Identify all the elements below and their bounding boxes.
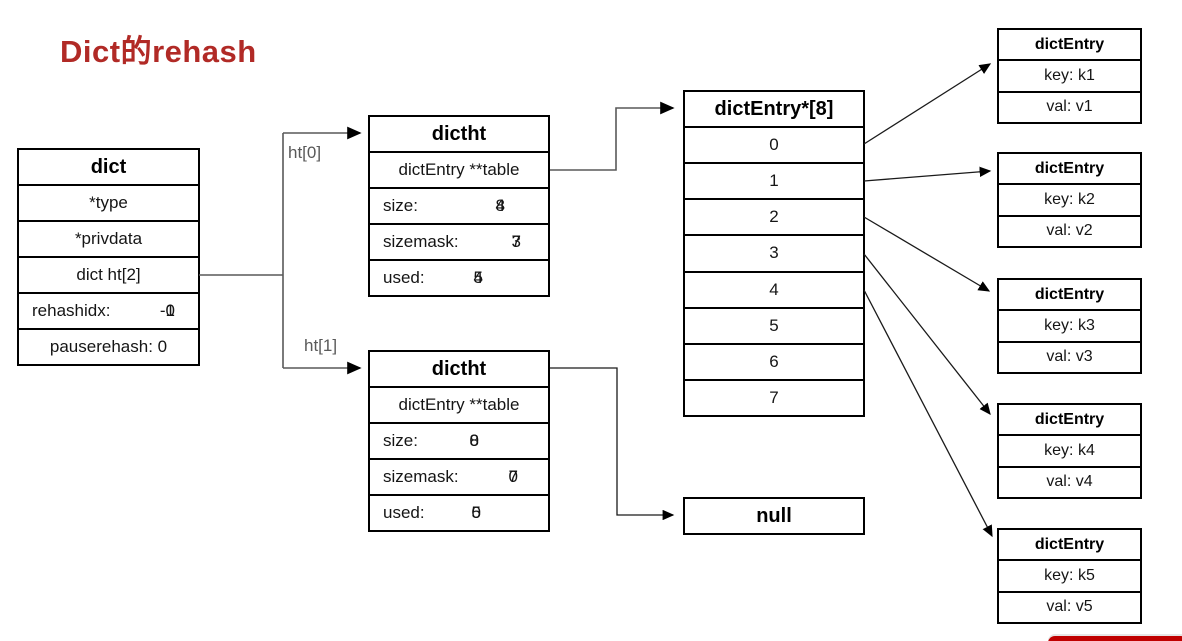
- dictht-bottom-header: dictht: [431, 357, 487, 380]
- sizemask-value-b: 0: [508, 467, 518, 486]
- entry-val: val: v3: [999, 340, 1140, 372]
- bucket-slot-6: 6: [685, 342, 863, 379]
- used-value-a: 5: [471, 503, 481, 522]
- size-value-b: 0: [469, 431, 479, 450]
- arrow-ht0-table-to-bucket-array: [550, 101, 675, 171]
- sizemask-overlap-value: 3 7: [479, 232, 521, 252]
- entry-key: key: k2: [999, 183, 1140, 214]
- dict-box: dict *type *privdata dict ht[2] rehashid…: [17, 148, 200, 366]
- dict-row-ht2: dict ht[2]: [19, 256, 198, 292]
- rehashidx-value-b: 0: [165, 301, 175, 320]
- entry-val: val: v4: [999, 465, 1140, 497]
- size-label: size:: [383, 431, 418, 450]
- dict-entry-box-2: dictEntry key: k2 val: v2: [997, 152, 1142, 248]
- arrow-slot0-to-entry1: [863, 63, 992, 145]
- sizemask-value-b: 7: [511, 232, 521, 251]
- dictht-bottom-box: dictht dictEntry **table size: 8 0 sizem…: [368, 350, 550, 532]
- dictht-top-box: dictht dictEntry **table size: 4 8 sizem…: [368, 115, 550, 297]
- arrow-slot1-to-entry2: [863, 166, 992, 182]
- ht1-label: ht[1]: [304, 336, 338, 355]
- dictht-top-sizemask-row: sizemask: 3 7: [370, 223, 548, 259]
- entry-key: key: k5: [999, 559, 1140, 590]
- size-value-a: 8: [469, 431, 479, 450]
- dict-entry-box-4: dictEntry key: k4 val: v4: [997, 403, 1142, 499]
- used-value-b: 5: [473, 268, 483, 287]
- bucket-slot-4: 4: [685, 270, 863, 307]
- dict-entry-header: dictEntry: [1034, 285, 1105, 303]
- rehashidx-label: rehashidx:: [32, 301, 111, 320]
- dictht-bottom-sizemask-row: sizemask: 7 0: [370, 458, 548, 494]
- entry-key: key: k4: [999, 434, 1140, 465]
- null-box: null: [683, 497, 865, 535]
- dictht-top-size-row: size: 4 8: [370, 187, 548, 223]
- bucket-slot-7: 7: [685, 378, 863, 415]
- null-label: null: [756, 504, 792, 527]
- sizemask-value-a: 7: [508, 467, 518, 486]
- size-overlap-value: 4 8: [463, 196, 505, 216]
- used-value-a: 4: [473, 268, 483, 287]
- sizemask-label: sizemask:: [383, 232, 459, 251]
- dict-entry-box-1: dictEntry key: k1 val: v1: [997, 28, 1142, 124]
- dictht-top-table-row: dictEntry **table: [370, 151, 548, 187]
- dict-entry-box-5: dictEntry key: k5 val: v5: [997, 528, 1142, 624]
- ht0-label: ht[0]: [288, 143, 322, 162]
- entry-val: val: v1: [999, 90, 1140, 122]
- dictht-bottom-size-row: size: 8 0: [370, 422, 548, 458]
- arrow-ht1-to-null: [550, 367, 675, 521]
- used-label: used:: [383, 268, 425, 287]
- sizemask-value-a: 3: [511, 232, 521, 251]
- dict-row-type: *type: [19, 184, 198, 220]
- arrow-slot4-to-entry5: [863, 289, 993, 538]
- entry-key: key: k1: [999, 59, 1140, 90]
- sizemask-label: sizemask:: [383, 467, 459, 486]
- dictht-bottom-table-row: dictEntry **table: [370, 386, 548, 422]
- dict-row-privdata: *privdata: [19, 220, 198, 256]
- used-label: used:: [383, 503, 425, 522]
- bucket-slot-2: 2: [685, 198, 863, 234]
- dict-entry-header: dictEntry: [1034, 35, 1105, 53]
- sizemask-overlap-value: 7 0: [476, 467, 518, 487]
- used-overlap-value: 4 5: [441, 268, 483, 288]
- size-overlap-value: 8 0: [437, 431, 479, 451]
- rehashidx-overlap-value: -1 0: [133, 301, 175, 321]
- arrow-slot2-to-entry3: [863, 216, 991, 292]
- rehashidx-value-a: -1: [159, 301, 175, 320]
- dictht-top-used-row: used: 4 5: [370, 259, 548, 295]
- entry-val: val: v2: [999, 214, 1140, 246]
- dict-row-rehashidx: rehashidx: -1 0: [19, 292, 198, 328]
- bucket-slot-0: 0: [685, 126, 863, 162]
- dict-row-pauserehash: pauserehash: 0: [19, 328, 198, 364]
- dictht-top-header: dictht: [431, 122, 487, 145]
- bucket-slot-3: 3: [685, 234, 863, 270]
- bucket-array-box: dictEntry*[8] 0 1 2 3 4 5 6 7: [683, 90, 865, 417]
- arrow-slot3-to-entry4: [863, 253, 991, 416]
- bucket-slot-1: 1: [685, 162, 863, 198]
- accent-bar: [1048, 636, 1182, 641]
- entry-val: val: v5: [999, 590, 1140, 622]
- dictht-bottom-used-row: used: 5 0: [370, 494, 548, 530]
- dict-entry-header: dictEntry: [1034, 159, 1105, 177]
- size-value-b: 8: [495, 196, 505, 215]
- size-label: size:: [383, 196, 418, 215]
- dict-entry-header: dictEntry: [1034, 410, 1105, 428]
- used-overlap-value: 5 0: [439, 503, 481, 523]
- entry-key: key: k3: [999, 309, 1140, 340]
- bucket-slot-5: 5: [685, 306, 863, 343]
- dict-header: dict: [90, 155, 127, 178]
- used-value-b: 0: [471, 503, 481, 522]
- dict-entry-header: dictEntry: [1034, 535, 1105, 553]
- page-title: Dict的rehash: [60, 34, 257, 69]
- size-value-a: 4: [495, 196, 505, 215]
- bucket-array-header: dictEntry*[8]: [714, 97, 834, 120]
- dict-entry-box-3: dictEntry key: k3 val: v3: [997, 278, 1142, 374]
